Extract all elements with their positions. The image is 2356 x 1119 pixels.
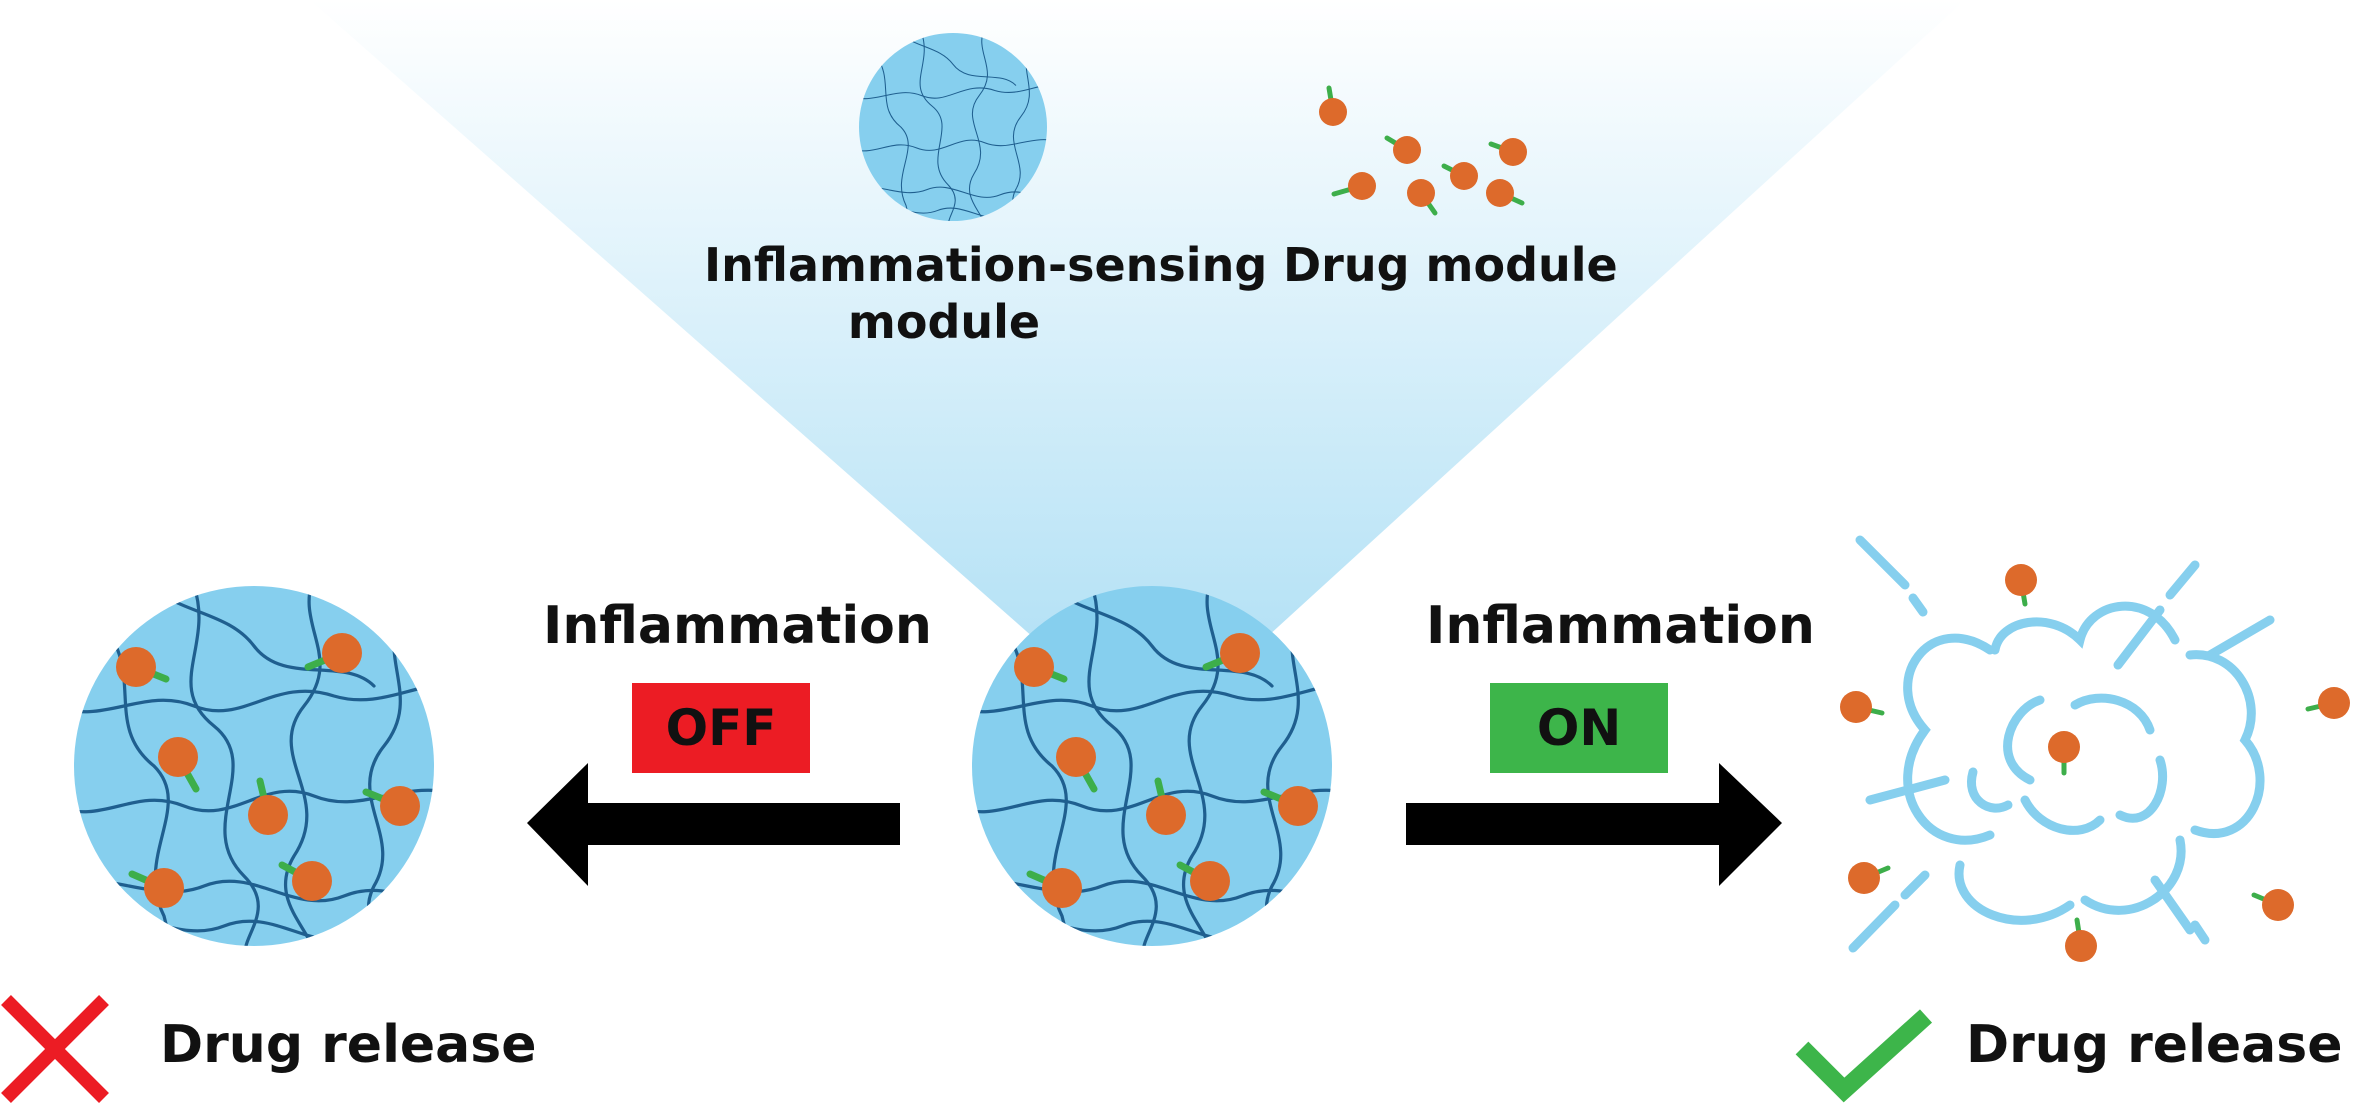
drug-molecule xyxy=(1840,691,1872,723)
gel-fragment xyxy=(1954,860,2075,925)
gel-fragment xyxy=(1967,767,2013,813)
center-gel-particle xyxy=(972,586,1332,946)
gel-fragment xyxy=(2190,920,2210,945)
drug-molecule xyxy=(1042,868,1082,908)
drug-release-on-label: Drug release xyxy=(1966,1015,2343,1075)
cross-icon xyxy=(1,995,109,1103)
drug-release-off-label: Drug release xyxy=(160,1015,537,1075)
free-drug xyxy=(1848,862,1891,894)
drug-molecule xyxy=(1319,98,1347,126)
sensing-module-icon xyxy=(859,33,1047,221)
check-icon xyxy=(1795,1009,1933,1103)
inflammation-on-title: Inflammation xyxy=(1426,596,1815,656)
drug-molecule xyxy=(2065,930,2097,962)
free-drug xyxy=(2305,687,2350,719)
gel-fragment xyxy=(2003,695,2045,785)
drug-molecule xyxy=(292,861,332,901)
drug-molecule xyxy=(1407,179,1435,207)
gel-fragment xyxy=(2185,650,2265,838)
polymer-strand xyxy=(284,586,322,946)
free-drug xyxy=(2251,889,2294,921)
free-drug xyxy=(1384,135,1421,164)
gel-fragment xyxy=(2205,615,2275,660)
free-drug xyxy=(2065,917,2097,962)
drug-molecule xyxy=(158,737,198,777)
polymer-strand xyxy=(74,682,434,714)
gel-fragment xyxy=(2020,795,2105,835)
free-drug xyxy=(1407,179,1438,216)
drug-molecule xyxy=(2262,889,2294,921)
gel-fragment xyxy=(2165,560,2200,600)
polymer-strand xyxy=(1182,586,1220,946)
drug-molecule xyxy=(248,795,288,835)
drug-molecule xyxy=(1220,633,1260,673)
drug-molecule xyxy=(1278,786,1318,826)
drug-molecule xyxy=(2318,687,2350,719)
on-badge: ON xyxy=(1490,683,1668,773)
drug-molecule xyxy=(1146,795,1186,835)
sensing-module-label-line1: Inflammation-sensing xyxy=(704,238,1268,292)
drug-molecule xyxy=(1486,179,1514,207)
drug-molecule xyxy=(1056,737,1096,777)
drug-molecule xyxy=(144,868,184,908)
gel-fragment xyxy=(1900,870,1930,900)
cross-stroke xyxy=(1,995,109,1103)
drug-molecule xyxy=(1450,162,1478,190)
free-drug xyxy=(2048,731,2080,776)
gel-fragment xyxy=(1855,535,1910,590)
drug-molecule xyxy=(1848,862,1880,894)
free-drug xyxy=(1441,162,1478,190)
arrow-left-icon xyxy=(527,763,900,886)
gel-body xyxy=(859,33,1047,221)
polymer-strand xyxy=(972,682,1332,714)
polymer-strand xyxy=(859,83,1047,100)
polymer-strand xyxy=(189,586,260,946)
polymer-strand xyxy=(919,33,956,221)
gel-fragment xyxy=(2070,693,2155,735)
free-drug xyxy=(1488,138,1527,166)
light-beam xyxy=(310,0,1965,742)
gel-fragment xyxy=(2080,835,2186,915)
gel-fragment xyxy=(1848,900,1900,953)
gel-fragment xyxy=(1903,633,1995,845)
drug-molecule xyxy=(116,647,156,687)
drug-molecule xyxy=(322,633,362,673)
free-drug xyxy=(1331,172,1376,200)
gel-fragment xyxy=(2113,605,2165,670)
gel-fragment xyxy=(2115,755,2168,823)
drug-molecule xyxy=(2048,731,2080,763)
drug-molecule xyxy=(1499,138,1527,166)
off-badge: OFF xyxy=(632,683,810,773)
gel-fragment xyxy=(1908,593,1928,617)
drug-molecule xyxy=(2005,564,2037,596)
free-drug xyxy=(1840,691,1885,723)
free-drug xyxy=(1319,85,1347,126)
drug-molecule xyxy=(1190,861,1230,901)
inflammation-off-title: Inflammation xyxy=(543,596,932,656)
drug-molecule xyxy=(1393,136,1421,164)
degraded-gel-fragments xyxy=(1848,535,2275,953)
left-gel-particle xyxy=(74,586,434,946)
polymer-strand xyxy=(874,53,912,221)
polymer-strand xyxy=(968,33,988,221)
polymer-strand xyxy=(1087,586,1158,946)
drug-molecule xyxy=(380,786,420,826)
gel-fragment xyxy=(1865,775,1950,805)
drug-module-label: Drug module xyxy=(1283,238,1618,292)
free-drug xyxy=(1486,179,1525,207)
polymer-strand xyxy=(859,139,1047,152)
sensing-module-label-line2: module xyxy=(847,295,1041,349)
free-drug xyxy=(2005,564,2037,607)
gel-fragment xyxy=(2150,875,2195,935)
gel-fragment xyxy=(1990,601,2180,655)
drug-molecule xyxy=(1014,647,1054,687)
arrow-right-icon xyxy=(1406,763,1782,886)
drug-molecule xyxy=(1348,172,1376,200)
